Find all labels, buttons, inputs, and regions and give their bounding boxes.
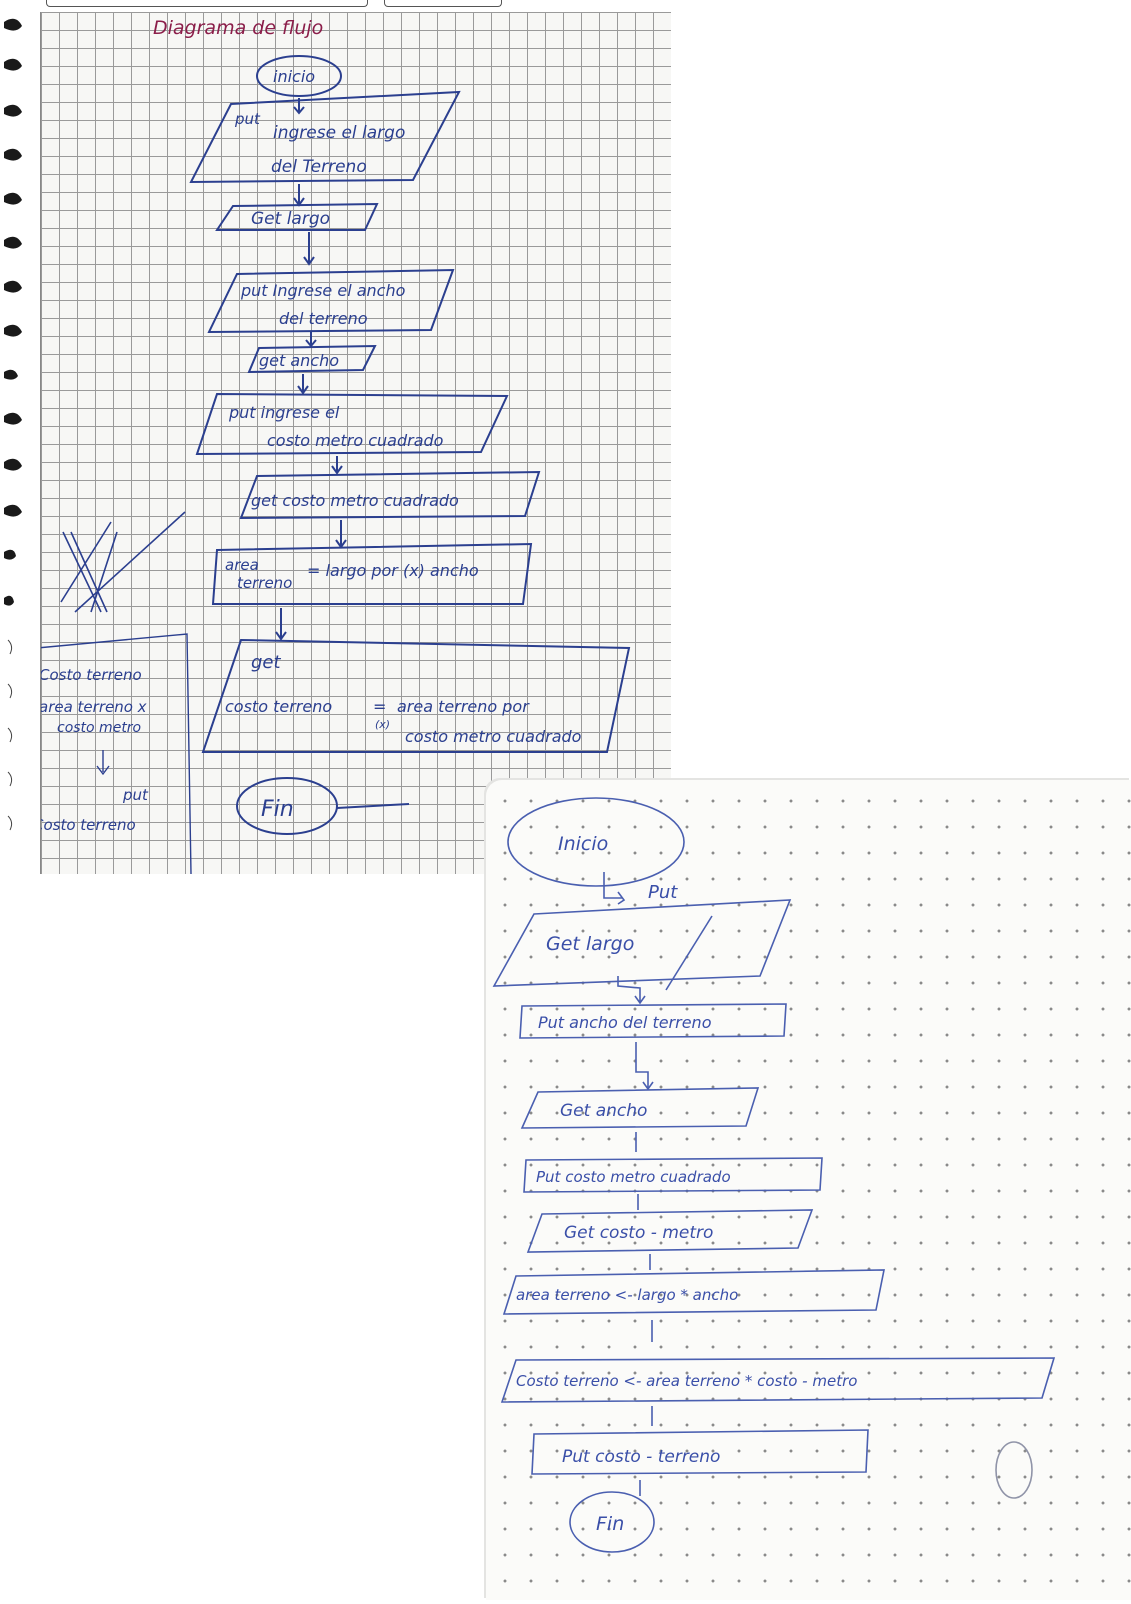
- notebook-tab: [384, 0, 502, 7]
- step8-left: costo terreno: [225, 697, 332, 716]
- step7-right: = largo por (x) ancho: [307, 561, 479, 580]
- step6-label: area terreno <- largo * ancho: [516, 1286, 738, 1304]
- step2-label: Put ancho del terreno: [538, 1013, 712, 1032]
- flow-arrow: [635, 1042, 654, 1091]
- start-label: inicio: [273, 67, 315, 86]
- step3-label: Get ancho: [560, 1101, 647, 1121]
- output-box: [523, 1157, 823, 1193]
- flow-arrow: [335, 520, 347, 549]
- side-note-line1: Costo terreno: [41, 666, 142, 684]
- input-parallelogram: [492, 899, 792, 987]
- step5-label: Get costo - metro: [564, 1223, 713, 1243]
- step3-line1: put Ingrese el ancho: [240, 281, 406, 300]
- process-box: [211, 542, 533, 605]
- output-parallelogram: [207, 268, 455, 334]
- step7-label: Costo terreno <- area terreno * costo - …: [516, 1372, 857, 1390]
- step1-line1: ingrese el largo: [273, 123, 405, 143]
- flow-arrow: [275, 608, 287, 641]
- step8-right1: area terreno por: [397, 697, 530, 716]
- flow-arrow: [293, 184, 305, 207]
- process-box: [502, 1269, 885, 1315]
- grid-notebook-page: Diagrama de flujo: [33, 12, 671, 875]
- put-label: Put: [648, 882, 678, 903]
- page-title: Diagrama de flujo: [153, 17, 323, 39]
- input-parallelogram: [239, 470, 541, 520]
- step3-line2: del terreno: [279, 309, 368, 328]
- spiral-binding: [4, 18, 22, 831]
- step6-label: get costo metro cuadrado: [251, 491, 459, 510]
- step7-left2: terreno: [237, 574, 292, 592]
- input-parallelogram: [526, 1209, 814, 1253]
- step8-mark: (x): [375, 718, 390, 731]
- crossed-out-scribble: [60, 511, 186, 613]
- side-note-line2: area terreno x: [41, 698, 147, 716]
- side-note-box: [36, 633, 192, 875]
- step7-left1: area: [225, 556, 259, 574]
- flow-arrow: [96, 750, 110, 776]
- process-parallelogram: [201, 638, 631, 753]
- handwritten-flowchart-v2: Inicio Put Get largo Put ancho del terre…: [492, 797, 1056, 1553]
- step1-label: Get largo: [546, 933, 634, 955]
- start-terminal: [507, 797, 685, 887]
- flow-arrow: [303, 232, 315, 266]
- output-box: [531, 1429, 869, 1475]
- step5-line1: put ingrese el: [228, 403, 340, 422]
- end-label: Fin: [596, 1513, 624, 1535]
- step1-line2: del Terreno: [271, 157, 367, 177]
- input-parallelogram: [189, 90, 461, 184]
- step8-label: Put costo - terreno: [562, 1447, 720, 1467]
- step1-keyword: put: [234, 110, 261, 128]
- flow-arrow: [617, 976, 646, 1005]
- start-terminal: [256, 55, 342, 97]
- side-note-line3: costo metro: [57, 720, 141, 736]
- output-box: [519, 1003, 787, 1039]
- notebook-tab: [46, 0, 368, 7]
- process-box: [500, 1357, 1056, 1403]
- start-label: Inicio: [558, 833, 608, 855]
- input-parallelogram: [520, 1087, 760, 1129]
- side-circle-sketch: [995, 1441, 1033, 1499]
- flow-arrow: [603, 872, 626, 905]
- flow-arrow: [305, 332, 317, 348]
- dotted-notebook-page: Inicio Put Get largo Put ancho del terre…: [486, 780, 1131, 1600]
- flow-arrow: [331, 456, 343, 475]
- flow-line: [336, 803, 410, 809]
- step8-op: =: [373, 697, 386, 716]
- flow-arrow: [297, 374, 309, 395]
- end-terminal: [236, 777, 338, 835]
- step8-right2: costo metro cuadrado: [405, 727, 582, 746]
- side-note-line4: put: [122, 786, 149, 804]
- step2-label: Get largo: [251, 209, 330, 229]
- end-label: Fin: [261, 797, 294, 822]
- pen-stroke: [665, 915, 713, 991]
- side-note-line5: Costo terreno: [41, 816, 136, 834]
- input-parallelogram: [247, 344, 377, 374]
- step5-line2: costo metro cuadrado: [267, 431, 444, 450]
- output-parallelogram: [195, 392, 509, 456]
- step4-label: get ancho: [259, 351, 339, 370]
- handwritten-flowchart-v1: Diagrama de flujo: [33, 17, 631, 875]
- input-parallelogram: [215, 202, 379, 231]
- step8-keyword: get: [251, 652, 282, 673]
- end-terminal: [569, 1491, 655, 1553]
- step4-label: Put costo metro cuadrado: [536, 1168, 731, 1186]
